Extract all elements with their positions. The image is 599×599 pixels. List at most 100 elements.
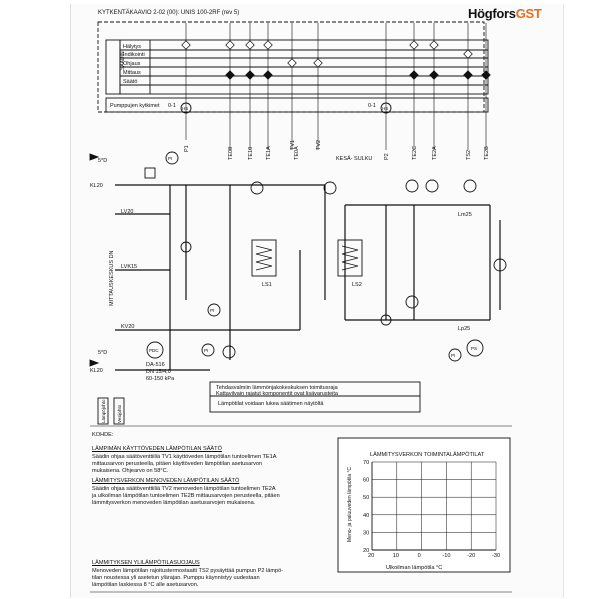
label-p1: P1 (184, 145, 190, 152)
hs-label-left: HS (182, 106, 188, 111)
chart-ytick-label: 50 (363, 495, 369, 501)
chart-ytick-label: 30 (363, 530, 369, 536)
label-te08: TE08 (228, 147, 234, 160)
expansion-vessel (493, 258, 507, 272)
label-box-vesijohto (113, 397, 125, 425)
note-2: Kattavilvain rajatut komponentit ovat li… (216, 391, 339, 397)
label-tv2: TV2 (316, 140, 322, 150)
signal-group-label: SÄÄDIN (119, 51, 126, 70)
pi-gauge-mid (207, 303, 221, 317)
signal-saato: Säätö (123, 79, 137, 85)
valve-spec-2: DN 15/4,0 (146, 369, 171, 375)
temp-gauge-low (222, 345, 236, 359)
logo-accent: GST (515, 6, 542, 21)
kohde-label: KOHDE: (92, 432, 114, 438)
note-3: Lämpötilat voidaan lukea säätimen näytöl… (218, 401, 324, 407)
section-1-line-3: mukaisena. Ohjearvo on 58°C. (92, 468, 169, 474)
pump-p2 (380, 314, 392, 326)
section-3-title: LÄMMITYKSEN YLILÄMPÖTILASUOJAUS (92, 560, 200, 566)
chart-ylabel: Meno- ja paluuveden lämpötila °C (347, 467, 353, 542)
chart-ytick-label: 40 (363, 513, 369, 519)
signal-mittaus: Mittaus (123, 70, 141, 76)
label-te2b: TE2B (484, 146, 490, 160)
chart-xlabel: Ulkoilman lämpötila °C (386, 565, 442, 571)
temp-gauge-6 (405, 295, 419, 309)
pipe-kv20: KV20 (121, 324, 134, 330)
section-3-line-2: tilan noustessa yli asetetun ylärajan. P… (92, 575, 260, 581)
chart-xtick-label: -30 (492, 553, 500, 559)
ps-label: PS (471, 346, 477, 351)
ls1-label: LS1 (262, 282, 272, 288)
brand-logo: HögforsGST (468, 6, 542, 21)
label-p2: P2 (384, 153, 390, 160)
chart-xtick-label: 20 (368, 553, 374, 559)
pdc-valve (146, 341, 164, 359)
note-1: Tehdasvalmiin lämmönjakokeskuksen toimit… (216, 385, 339, 391)
boundary-label: KESÄ- SULKU (336, 155, 372, 162)
signal-indikointi: Indikointi (123, 52, 145, 58)
pumps-label: Pumppujen kytkimet (110, 103, 160, 109)
notes-box (209, 381, 421, 413)
label-te10: TE10 (248, 147, 254, 160)
side-label: MITTAUSKESKUS DN (109, 250, 115, 306)
switch-label-right: 0-1 (368, 103, 376, 109)
section-2-line-2: ja ulkoilman lämpötilan tuntoelimen TE2B… (92, 493, 280, 499)
label-te0a: TE0A (294, 146, 300, 160)
label-te1a: TE1A (266, 146, 272, 160)
chart-xtick-label: 10 (393, 553, 399, 559)
section-1-line-2: mittausarvon perusteella, pitäen käyttöv… (92, 461, 263, 467)
ps-switch (466, 339, 484, 357)
section-1-title: LÄMPIMÄN KÄYTTÖVEDEN LÄMPÖTILAN SÄÄTÖ (92, 446, 222, 452)
pipe-5d-bottom: 5*D (98, 350, 107, 356)
label-te2c: TE2C (412, 146, 418, 160)
pi-gauge-right (448, 348, 462, 362)
hs-switch-left (180, 102, 192, 114)
label-te2a: TE2A (432, 146, 438, 160)
chart-xtick-label: -20 (467, 553, 475, 559)
hs-switch-right (380, 102, 392, 114)
temp-gauge-1 (250, 181, 264, 195)
section-1-line-1: Säädin ohjaa säätöventtiiliä TV1 käyttöv… (92, 454, 277, 460)
pipe-5d-top: 5*D (98, 158, 107, 164)
heat-exchanger-ls2 (337, 239, 363, 277)
label-tv1: TV1 (290, 140, 296, 150)
drawing-title: KYTKENTÄKAAVIO 2-02 (00): UNIS 100-2RF (… (98, 10, 240, 16)
left-label-lampojohto: Lämpöjohto (101, 399, 106, 423)
pipe-lm25: Lm25 (458, 212, 472, 218)
valve-spec-3: 60-150 kPa (146, 376, 175, 382)
temp-gauge-4 (425, 179, 439, 193)
heat-exchanger-ls1 (251, 239, 277, 277)
label-ts2: TS2 (466, 150, 472, 160)
signal-ohjaus: Ohjaus (123, 61, 141, 67)
section-3-line-1: Menoveden lämpötilan rajoitustermostaatt… (92, 568, 284, 574)
chart-xtick-label: -10 (442, 553, 450, 559)
pipe-lvk15: LVK15 (121, 264, 137, 270)
chart-ytick-label: 20 (363, 548, 369, 554)
section-2-line-1: Säädin ohjaa säätöventtiiliä TV2 menoved… (92, 486, 276, 492)
chart-title: LÄMMITYSVERKON TOIMINTALÄMPÖTILAT (370, 451, 485, 458)
pi-gauge-top (165, 151, 179, 165)
pi-gauge-low (201, 343, 215, 357)
temp-gauge-2 (323, 181, 337, 195)
pi-label-low: PI (204, 348, 208, 353)
chart-ytick-label: 70 (363, 460, 369, 466)
pump-switch-bar (105, 97, 489, 113)
section-2-title: LÄMMITYSVERKON MENOVEDEN LÄMPÖTILAN SÄÄT… (92, 478, 240, 484)
logo-main: Högfors (468, 6, 516, 21)
pipe-kl20: KL20 (90, 183, 103, 189)
pi-label-mid: PI (210, 308, 214, 313)
strainer (144, 167, 156, 179)
pi-label-right: PI (451, 353, 455, 358)
pipe-kl20-return: KL20 (90, 368, 103, 374)
pdc-label: PDC (149, 348, 159, 353)
ls2-label: LS2 (352, 282, 362, 288)
switch-label-left: 0-1 (168, 103, 176, 109)
temp-gauge-3 (405, 179, 419, 193)
pi-label-top: PI (168, 156, 172, 161)
chart-xtick-label: 0 (418, 553, 421, 559)
section-2-line-3: lämmitysverkon menoveden lämpötilan aset… (92, 500, 256, 506)
valve-spec-1: DA-516 (146, 362, 165, 368)
hs-label-right: HS (382, 106, 388, 111)
